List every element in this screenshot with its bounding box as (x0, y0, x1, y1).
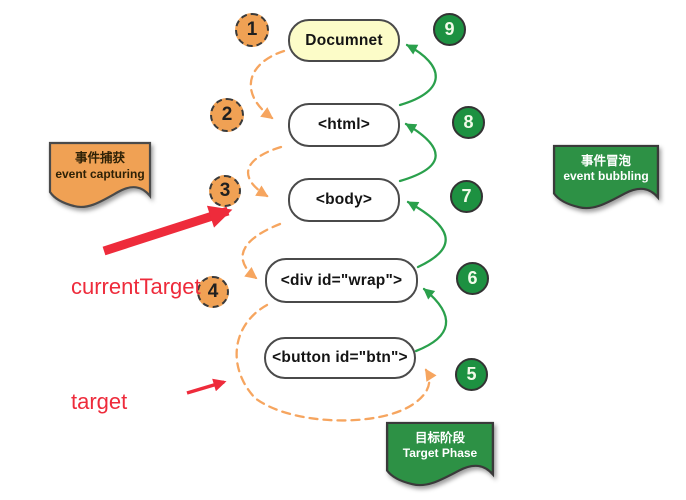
node-body-label: <body> (315, 191, 373, 208)
node-html: <html> (288, 103, 400, 147)
bubble-step-badge-8: 8 (452, 106, 485, 139)
capture-arrow-document-to-html (249, 49, 286, 120)
ribbon-event-bubbling: 事件冒泡 event bubbling (552, 143, 660, 213)
bubble-step-badge-7: 7 (450, 180, 483, 213)
ribbon-shape (48, 141, 152, 209)
ribbon-capturing-label-zh: 事件捕获 (74, 151, 125, 166)
current-target-arrow (102, 205, 233, 256)
capture-step-badge-2: 2 (210, 98, 244, 132)
ribbon-bubbling-label-en: event bubbling (563, 169, 649, 184)
bubble-arrow-html-to-document (398, 43, 437, 107)
node-document-label: Documnet (305, 31, 383, 49)
node-button-btn-label: <button id="btn"> (272, 349, 408, 366)
ribbon-capturing-label-en: event capturing (55, 166, 145, 181)
bubble-step-badge-9: 9 (433, 13, 466, 46)
bubble-arrow-div-to-body (406, 200, 447, 269)
node-div-wrap-label: <div id="wrap"> (280, 271, 403, 289)
current-target-label: currentTarget (71, 274, 201, 299)
ribbon-target-label-en: Target Phase (402, 446, 478, 461)
capture-step-badge-1: 1 (235, 13, 269, 47)
ribbon-shape (385, 421, 495, 487)
bubble-arrow-body-to-html (398, 122, 437, 183)
capture-arrow-html-to-body (247, 145, 283, 198)
ribbon-target-label-zh: 目标阶段 (414, 430, 465, 445)
ribbon-shape (552, 144, 660, 210)
node-div-wrap: <div id="wrap"> (265, 258, 418, 303)
capture-step-badge-3: 3 (209, 175, 241, 207)
ribbon-target-phase: 目标阶段 Target Phase (385, 420, 495, 490)
bubble-arrow-button-to-div (414, 287, 448, 353)
node-document: Documnet (288, 19, 400, 62)
node-body: <body> (288, 178, 400, 222)
ribbon-bubbling-label-zh: 事件冒泡 (580, 153, 631, 168)
ribbon-event-capturing: 事件捕获 event capturing (48, 140, 152, 212)
target-label: target (71, 389, 128, 414)
target-arrow (186, 378, 227, 395)
node-html-label: <html> (317, 116, 371, 133)
node-button-btn: <button id="btn"> (264, 337, 416, 379)
capture-step-badge-4: 4 (197, 276, 229, 308)
bubble-step-badge-5: 5 (455, 358, 488, 391)
bubble-step-badge-6: 6 (456, 262, 489, 295)
